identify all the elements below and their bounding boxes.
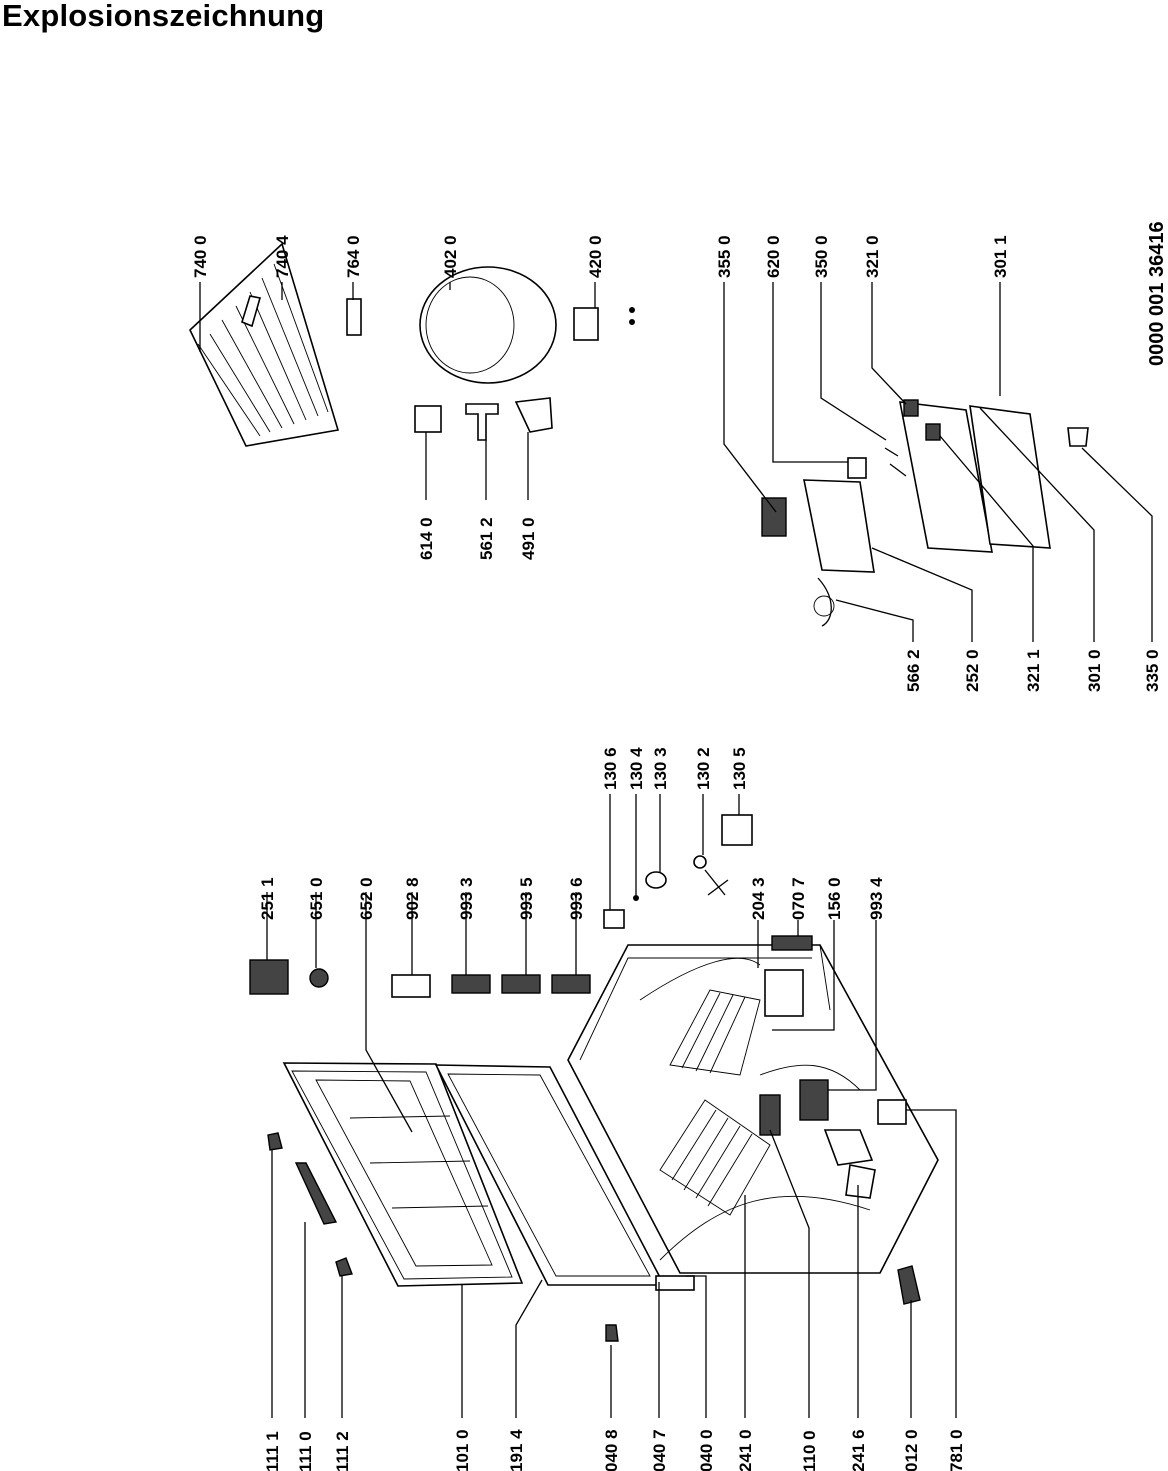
part-label: 491 0 (519, 517, 538, 560)
part-label: 993 4 (867, 877, 886, 920)
part-label: 740 4 (273, 235, 292, 278)
part-label: 040 8 (602, 1429, 621, 1471)
part-label: 566 2 (904, 649, 923, 692)
part-label: 652 0 (357, 877, 376, 920)
part-label: 321 0 (863, 235, 882, 278)
part-labels: 111 1 111 0 111 2 101 0 191 4 040 8 040 … (191, 235, 1162, 1471)
divider-grids (249, 959, 591, 998)
document-number: 0000 001 36416 (1146, 221, 1168, 366)
part-label: 241 0 (736, 1429, 755, 1471)
part-label: 110 0 (800, 1430, 819, 1471)
part-label: 764 0 (344, 235, 363, 278)
part-label: 251 1 (258, 877, 277, 920)
part-label: 614 0 (417, 517, 436, 560)
part-label: 561 2 (477, 517, 496, 560)
part-label: 111 1 (263, 1431, 282, 1471)
part-label: 191 4 (507, 1429, 526, 1471)
part-label: 130 6 (601, 747, 620, 790)
part-label: 130 5 (730, 747, 749, 790)
part-label: 130 4 (627, 747, 646, 790)
part-label: 321 1 (1024, 649, 1043, 692)
part-label: 402 0 (441, 235, 460, 278)
control-panel (899, 401, 1051, 553)
capacitor-parts (573, 307, 635, 341)
part-label: 781 0 (947, 1429, 966, 1471)
part-label: 012 0 (902, 1429, 921, 1471)
wire-basket-large (659, 1099, 771, 1216)
small-parts-center (603, 814, 921, 1342)
coil-bracket (241, 295, 262, 328)
part-label: 740 0 (191, 235, 210, 278)
compressor-relay (414, 397, 553, 441)
wire-basket-small (669, 989, 761, 1076)
compressor (419, 266, 557, 384)
part-label: 040 7 (650, 1429, 669, 1471)
part-label: 130 2 (694, 747, 713, 790)
part-label: 355 0 (715, 235, 734, 278)
part-label: 902 8 (403, 877, 422, 920)
part-label: 651 0 (307, 877, 326, 920)
part-label: 101 0 (453, 1429, 472, 1471)
part-label: 620 0 (764, 235, 783, 278)
part-label: 252 0 (963, 649, 982, 692)
part-label: 111 2 (333, 1431, 352, 1471)
part-label: 204 3 (749, 877, 768, 920)
cabinet-body (567, 944, 939, 1274)
part-label: 301 1 (991, 235, 1010, 278)
part-label: 420 0 (586, 235, 605, 278)
condenser-coil (189, 242, 340, 447)
leader-lines (199, 282, 1153, 1418)
part-label: 156 0 (825, 877, 844, 920)
part-label: 993 6 (567, 877, 586, 920)
part-label: 993 3 (457, 877, 476, 920)
part-label: 335 0 (1143, 649, 1162, 692)
page-title: Explosionszeichnung (2, 0, 325, 33)
part-label: 241 6 (849, 1429, 868, 1471)
lid-hinge-bottom (335, 1257, 353, 1277)
part-label: 111 0 (296, 1431, 315, 1471)
part-label: 040 0 (697, 1429, 716, 1471)
freezer-lid (282, 1062, 524, 1287)
lid-handle (294, 1162, 338, 1225)
drier-filter (346, 298, 362, 336)
part-label: 130 3 (651, 747, 670, 790)
lid-hinge-top (267, 1132, 283, 1151)
part-label: 350 0 (812, 235, 831, 278)
part-label: 301 0 (1085, 649, 1104, 692)
part-label: 070 7 (789, 877, 808, 920)
part-label: 993 5 (517, 877, 536, 920)
thermostat-housing (761, 399, 1089, 627)
